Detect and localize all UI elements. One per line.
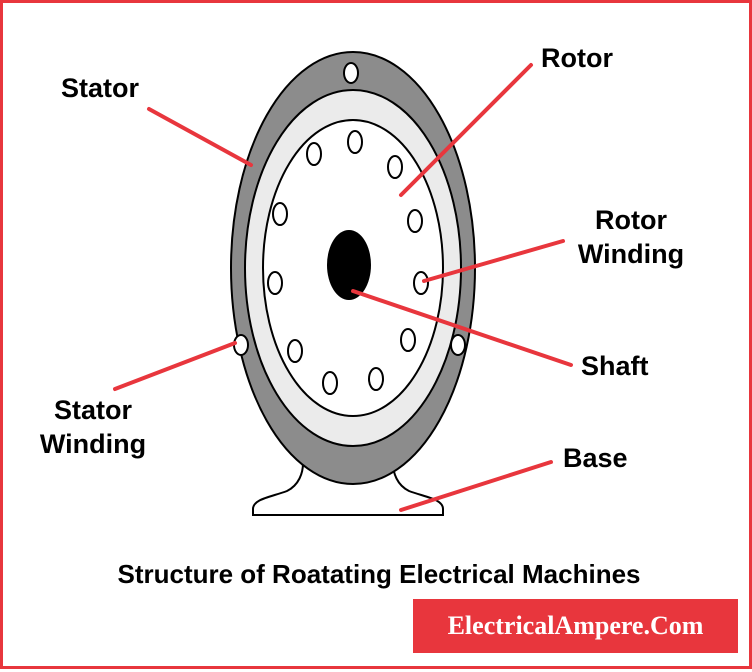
rotor-slot [306, 142, 322, 166]
leader-stator-winding [113, 341, 237, 391]
stator-slot [343, 62, 359, 84]
label-rotor-winding: Rotor Winding [563, 203, 699, 271]
rotor-slot [368, 367, 384, 391]
rotor-slot [387, 155, 403, 179]
stator-slot [233, 334, 249, 356]
rotor-slot [267, 271, 283, 295]
stator-slot [450, 334, 466, 356]
machine-diagram [113, 51, 573, 516]
label-shaft: Shaft [581, 351, 649, 381]
rotor-winding-slots [267, 130, 429, 395]
diagram-caption: Structure of Roatating Electrical Machin… [117, 559, 641, 589]
rotor-slot [272, 202, 288, 226]
label-rotor: Rotor [541, 43, 613, 73]
brand-text: ElectricalAmpere.Com [447, 611, 704, 640]
leader-stator [147, 107, 253, 167]
leader-lines [113, 63, 573, 512]
stator-winding-slots [233, 62, 466, 356]
brand-badge: ElectricalAmpere.Com [413, 599, 738, 653]
base-pedestal [252, 462, 444, 516]
label-stator-winding-line2: Winding [39, 429, 147, 459]
leader-rotor-winding [422, 239, 565, 283]
leader-rotor [399, 63, 533, 197]
label-stator: Stator [61, 73, 140, 103]
leader-base [399, 460, 553, 512]
shaft [327, 230, 371, 300]
rotor-slot [407, 209, 423, 233]
label-stator-winding: Stator Winding [25, 393, 161, 461]
rotor-slot [413, 271, 429, 295]
leader-shaft [351, 289, 573, 367]
rotor-slot [322, 371, 338, 395]
label-stator-winding-line1: Stator [53, 395, 132, 425]
rotor-slot [287, 339, 303, 363]
label-rotor-winding-line2: Winding [577, 239, 685, 269]
rotor-slot [347, 130, 363, 154]
label-base: Base [563, 443, 628, 473]
rotor-slot [400, 328, 416, 352]
label-rotor-winding-line1: Rotor [595, 205, 667, 235]
